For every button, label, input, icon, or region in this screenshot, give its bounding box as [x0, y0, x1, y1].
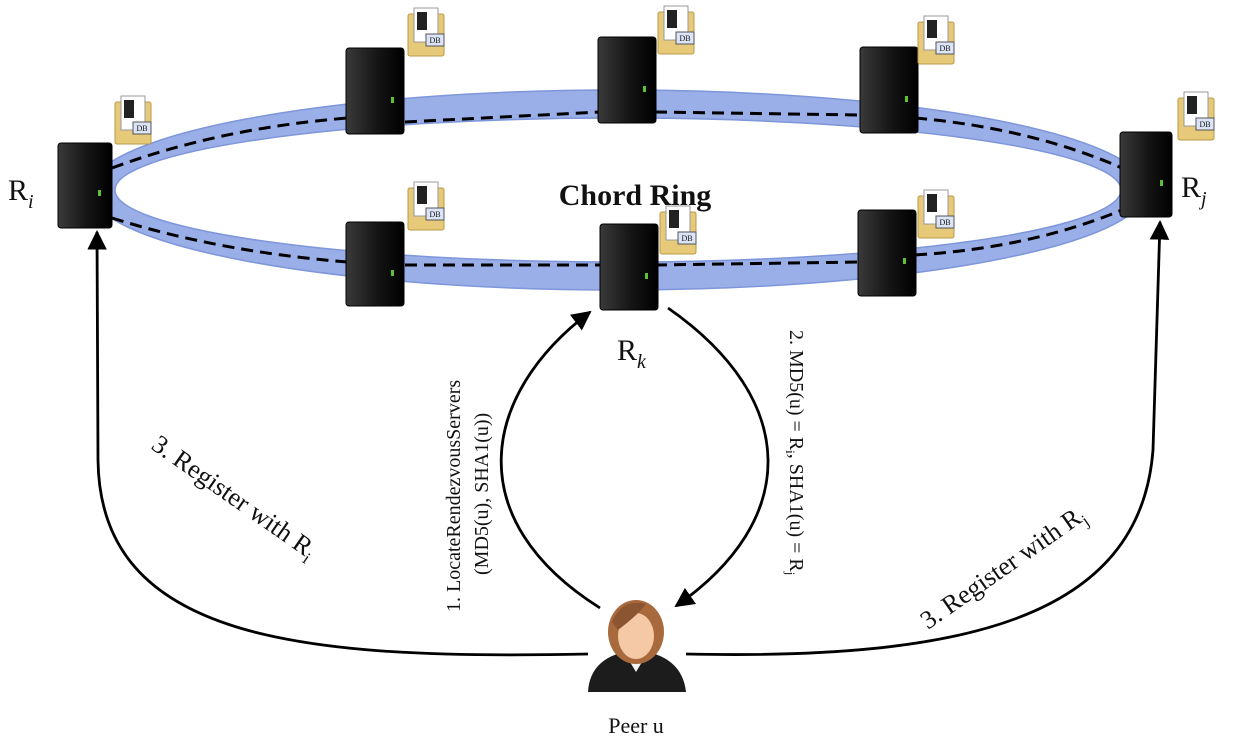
svg-text:DB: DB: [429, 36, 440, 45]
step3-right-label: 3. Register with Rj: [915, 500, 1093, 638]
step2-label: 2. MD5(u) = Ri, SHA1(u) = Rj: [783, 330, 807, 575]
svg-text:DB: DB: [136, 124, 147, 133]
peer-label: Peer u: [608, 713, 664, 738]
ring-dashed-links: [111, 110, 1123, 267]
step1-label-line1: 1. LocateRendezvousServers: [443, 380, 465, 612]
svg-text:DB: DB: [681, 234, 692, 243]
arrow-step2: [667, 306, 770, 608]
server-icon-rj: [1119, 131, 1173, 218]
step1-label-line2: (MD5(u), SHA1(u)): [471, 413, 493, 575]
arrow-step3-left: [87, 230, 589, 657]
server-icon-rk: [599, 223, 659, 311]
db-folder-icon: DB: [407, 7, 445, 57]
step3-left-label: 3. Register with Ri: [144, 429, 322, 567]
ring-title: Chord Ring: [559, 179, 712, 212]
db-folder-icon: DB: [407, 181, 445, 231]
arrow-step1: [499, 310, 601, 610]
db-folder-icon: DB: [917, 15, 955, 65]
peer-avatar-icon: [588, 600, 686, 692]
arrow-step3-right: [685, 220, 1170, 656]
server-icon-top-1: [345, 47, 405, 135]
node-label-rk: Rk: [617, 334, 647, 373]
server-icon-bottom-1: [345, 221, 405, 307]
server-icon-top-2: [597, 36, 657, 124]
svg-text:DB: DB: [429, 210, 440, 219]
svg-text:DB: DB: [939, 218, 950, 227]
db-folder-icon: DB: [1177, 91, 1215, 141]
server-icon-top-3: [859, 46, 919, 134]
server-icon-bottom-3: [857, 209, 917, 297]
db-folder-icon: DB: [657, 5, 695, 55]
svg-text:DB: DB: [679, 34, 690, 43]
node-label-rj: Rj: [1181, 171, 1207, 210]
db-folder-icon: DB: [659, 205, 697, 255]
db-folder-icon: DB: [114, 95, 152, 145]
db-folder-icon: DB: [917, 189, 955, 239]
svg-text:DB: DB: [1199, 120, 1210, 129]
svg-text:DB: DB: [939, 44, 950, 53]
node-label-ri: Ri: [8, 174, 34, 213]
server-icon-ri: [57, 142, 113, 229]
